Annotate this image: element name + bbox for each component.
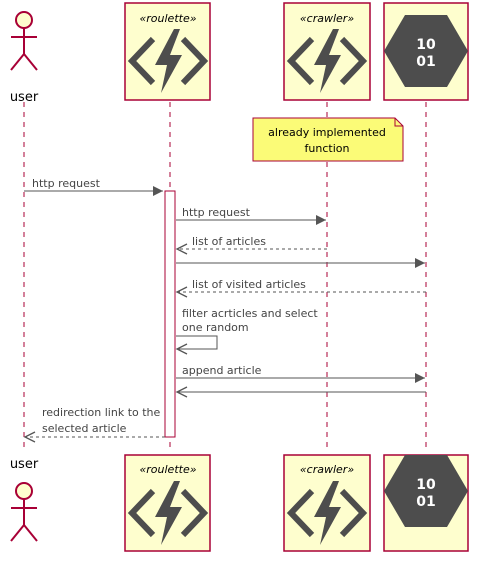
roulette-stereotype-bottom: «roulette»: [139, 463, 196, 476]
participant-user-top[interactable]: user: [10, 11, 39, 105]
message-label: append article: [182, 364, 262, 377]
message-redirection-link: redirection link to the selected article: [23, 406, 165, 443]
crawler-stereotype-top: «crawler»: [300, 12, 354, 25]
message-list-of-articles: list of articles: [175, 235, 327, 255]
message-label: list of visited articles: [192, 278, 306, 291]
message-label: http request: [182, 206, 251, 219]
participant-storage-top[interactable]: 10 01: [383, 2, 469, 101]
message-roulette-to-storage: [176, 258, 425, 268]
message-label: http request: [32, 177, 101, 190]
note-line2: function: [305, 142, 350, 155]
user-label-top: user: [10, 90, 39, 105]
binary-glyph-line2: 01: [416, 494, 435, 510]
message-append-article: append article: [176, 364, 425, 383]
participant-crawler-top[interactable]: «crawler»: [283, 2, 371, 101]
message-label: list of articles: [192, 235, 266, 248]
participant-roulette-top[interactable]: «roulette»: [124, 2, 211, 101]
participant-crawler-bottom[interactable]: «crawler»: [283, 454, 371, 552]
participant-storage-bottom[interactable]: 10 01: [383, 454, 469, 552]
roulette-stereotype-top: «roulette»: [139, 12, 196, 25]
message-label-line1: filter acrticles and select: [182, 307, 318, 320]
crawler-stereotype-bottom: «crawler»: [300, 463, 354, 476]
binary-glyph-line1: 10: [416, 37, 436, 53]
stick-figure-icon: [10, 482, 38, 542]
participant-user-bottom[interactable]: user: [10, 457, 39, 542]
stick-figure-icon: [10, 11, 38, 71]
message-filter-articles-self: filter acrticles and select one random: [175, 307, 318, 355]
participant-roulette-bottom[interactable]: «roulette»: [124, 454, 211, 552]
message-list-of-visited-articles: list of visited articles: [175, 278, 426, 298]
roulette-activation-bar: [164, 190, 176, 438]
message-label-line2: one random: [182, 321, 249, 334]
message-label-line2: selected article: [42, 422, 127, 435]
user-label-bottom: user: [10, 457, 39, 472]
note-line1: already implemented: [268, 126, 386, 139]
message-storage-to-roulette: [175, 386, 426, 398]
message-http-request-roulette: http request: [176, 206, 326, 225]
note-already-implemented: already implemented function: [252, 117, 404, 162]
message-label-line1: redirection link to the: [42, 406, 161, 419]
binary-glyph-line2: 01: [416, 54, 435, 70]
binary-glyph-line1: 10: [416, 477, 436, 493]
message-http-request-user: http request: [24, 177, 163, 196]
